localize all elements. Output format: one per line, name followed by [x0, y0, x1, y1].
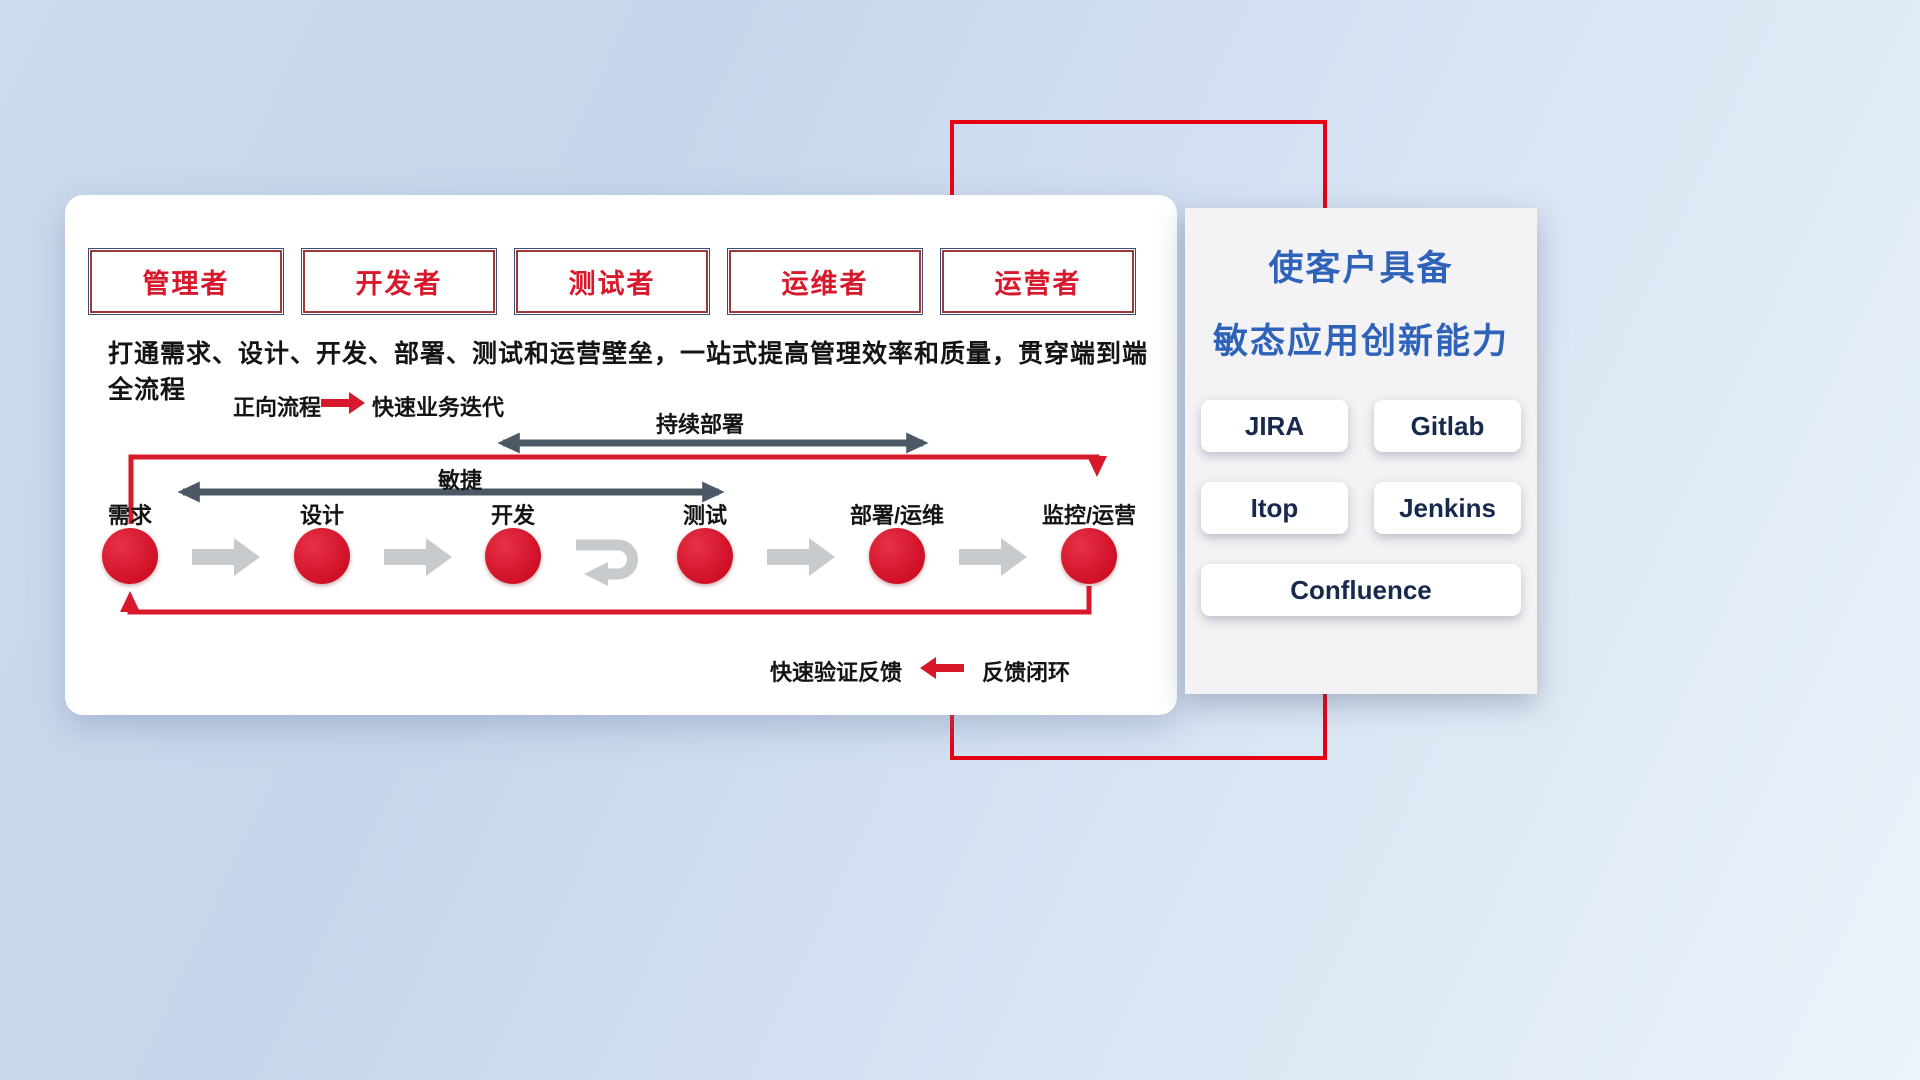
flow-node-circle: [102, 528, 158, 584]
role-box-developer: 开发者: [301, 248, 497, 315]
flow-node-circle: [869, 528, 925, 584]
forward-legend-value: 快速业务迭代: [372, 395, 505, 420]
tool-chip-itop: Itop: [1201, 482, 1348, 534]
role-box-ops: 运维者: [727, 248, 923, 315]
forward-legend-label: 正向流程: [233, 395, 322, 420]
flow-node-circle: [485, 528, 541, 584]
flow-node-label: 需求: [107, 503, 152, 528]
tool-chip-jira: JIRA: [1201, 400, 1348, 452]
tool-chip-confluence: Confluence: [1201, 564, 1521, 616]
tools-grid: JIRA Gitlab Itop Jenkins Confluence: [1201, 400, 1521, 616]
flow-node-circle: [677, 528, 733, 584]
tool-chip-gitlab: Gitlab: [1374, 400, 1521, 452]
agile-label: 敏捷: [437, 468, 482, 493]
flow-node-deploy-ops: 部署/运维: [837, 503, 957, 584]
role-box-manager: 管理者: [88, 248, 284, 315]
flow-node-label: 开发: [490, 503, 535, 528]
panel-title-line1: 使客户具备: [1268, 249, 1454, 288]
description-text: 打通需求、设计、开发、部署、测试和运营壁垒，一站式提高管理效率和质量，贯穿端到端…: [108, 340, 1149, 404]
flow-node-develop: 开发: [453, 503, 573, 584]
flow-node-circle: [294, 528, 350, 584]
feedback-legend-value: 反馈闭环: [982, 660, 1071, 685]
flow-node-monitor-operate: 监控/运营: [1029, 503, 1149, 584]
flow-node-label: 部署/运维: [849, 503, 945, 528]
feedback-legend-label: 快速验证反馈: [770, 660, 903, 685]
role-box-operator: 运营者: [940, 248, 1136, 315]
flow-node-label: 测试: [682, 503, 727, 528]
tool-chip-jenkins: Jenkins: [1374, 482, 1521, 534]
capability-panel: 使客户具备 敏态应用创新能力 JIRA Gitlab Itop Jenkins …: [1185, 208, 1537, 694]
continuous-deploy-label: 持续部署: [655, 412, 744, 437]
flow-node-label: 监控/运营: [1041, 503, 1137, 528]
flow-node-design: 设计: [262, 503, 382, 584]
flow-node-test: 测试: [645, 503, 765, 584]
roles-row: 管理者 开发者 测试者 运维者 运营者: [88, 248, 1136, 315]
flow-node-requirements: 需求: [70, 503, 190, 584]
role-box-tester: 测试者: [514, 248, 710, 315]
flow-node-circle: [1061, 528, 1117, 584]
flow-node-label: 设计: [299, 503, 344, 528]
panel-title-line2: 敏态应用创新能力: [1212, 322, 1509, 361]
